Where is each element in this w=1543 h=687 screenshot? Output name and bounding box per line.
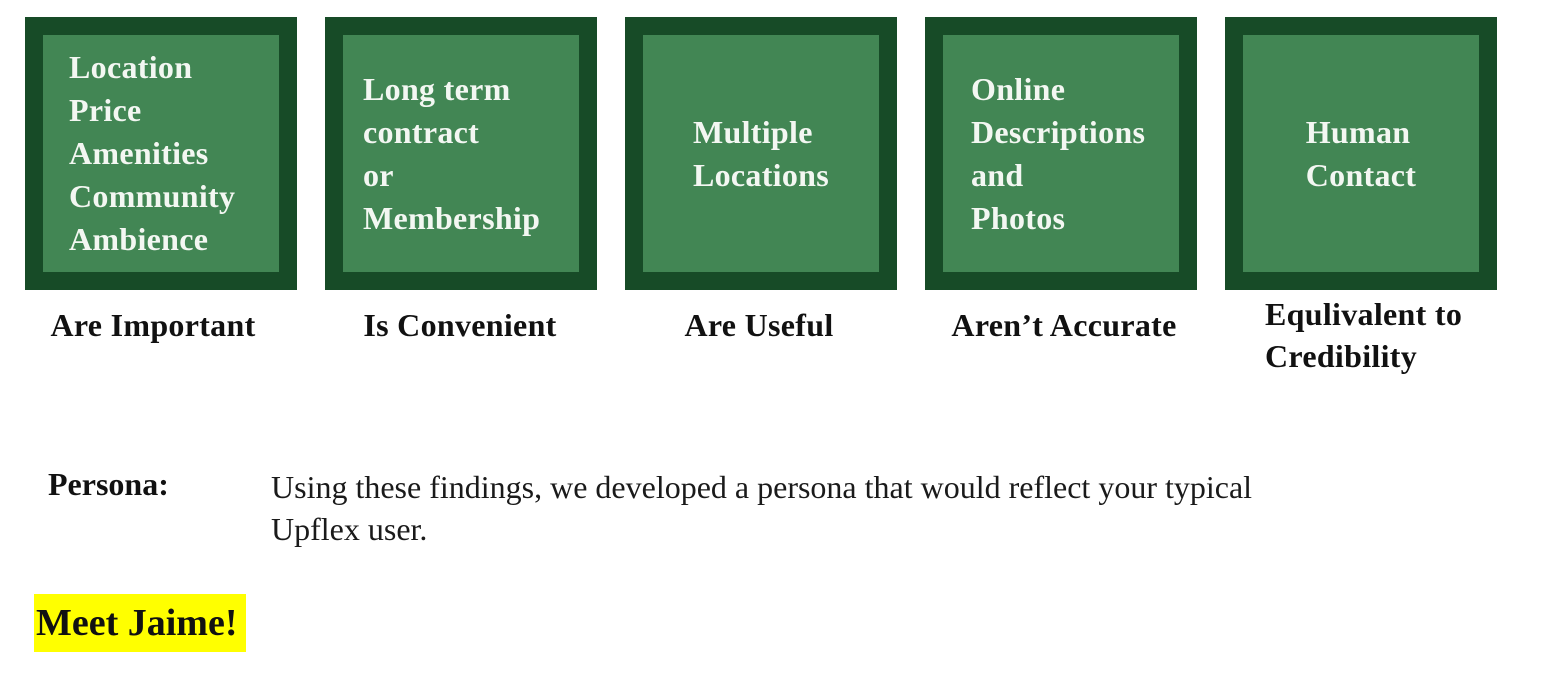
card-line: Contact	[1305, 156, 1417, 193]
persona-label: Persona:	[48, 466, 169, 502]
finding-caption-1: Are Important	[50, 307, 256, 343]
card-line: Long term	[363, 70, 511, 107]
card-line: Human	[1305, 113, 1411, 150]
caption-line: Credibility	[1265, 338, 1418, 374]
finding-card-2: Long term contract or Membership	[325, 17, 597, 290]
finding-card-4: Online Descriptions and Photos	[925, 17, 1197, 290]
finding-card-1: Location Price Amenities Community Ambie…	[25, 17, 297, 290]
card-line: contract	[363, 113, 480, 150]
finding-card-5: Human Contact	[1225, 17, 1497, 290]
card-line: Online	[971, 70, 1066, 107]
card-line: Ambience	[69, 221, 209, 257]
card-line: Descriptions	[971, 113, 1146, 150]
finding-card-3-inner: Multiple Locations	[643, 35, 879, 272]
card-line: Multiple	[692, 113, 813, 150]
caption-line: Equlivalent to	[1265, 296, 1463, 332]
finding-card-4-inner: Online Descriptions and Photos	[943, 35, 1179, 272]
finding-caption-4: Aren’t Accurate	[951, 307, 1177, 343]
persona-description: Using these findings, we developed a per…	[271, 469, 1253, 547]
finding-card-5-inner: Human Contact	[1243, 35, 1479, 272]
finding-caption-5: Equlivalent to Credibility	[1265, 293, 1537, 377]
card-line: Price	[69, 92, 142, 128]
card-line: or	[363, 156, 394, 193]
card-line: Location	[69, 49, 193, 85]
card-lines: Human Contact	[1306, 111, 1417, 197]
card-lines: Multiple Locations	[693, 111, 829, 197]
card-line: Membership	[363, 199, 541, 236]
card-line: and	[971, 156, 1024, 193]
card-line: Community	[69, 178, 236, 214]
finding-card-3: Multiple Locations	[625, 17, 897, 290]
finding-caption-2: Is Convenient	[363, 307, 557, 343]
finding-card-1-inner: Location Price Amenities Community Ambie…	[43, 35, 279, 272]
finding-card-2-inner: Long term contract or Membership	[343, 35, 579, 272]
card-line: Photos	[971, 199, 1066, 236]
meet-jaime-heading: Meet Jaime!	[34, 594, 246, 652]
card-line: Amenities	[69, 135, 209, 171]
finding-caption-3: Are Useful	[684, 307, 834, 343]
card-line: Locations	[692, 156, 830, 193]
